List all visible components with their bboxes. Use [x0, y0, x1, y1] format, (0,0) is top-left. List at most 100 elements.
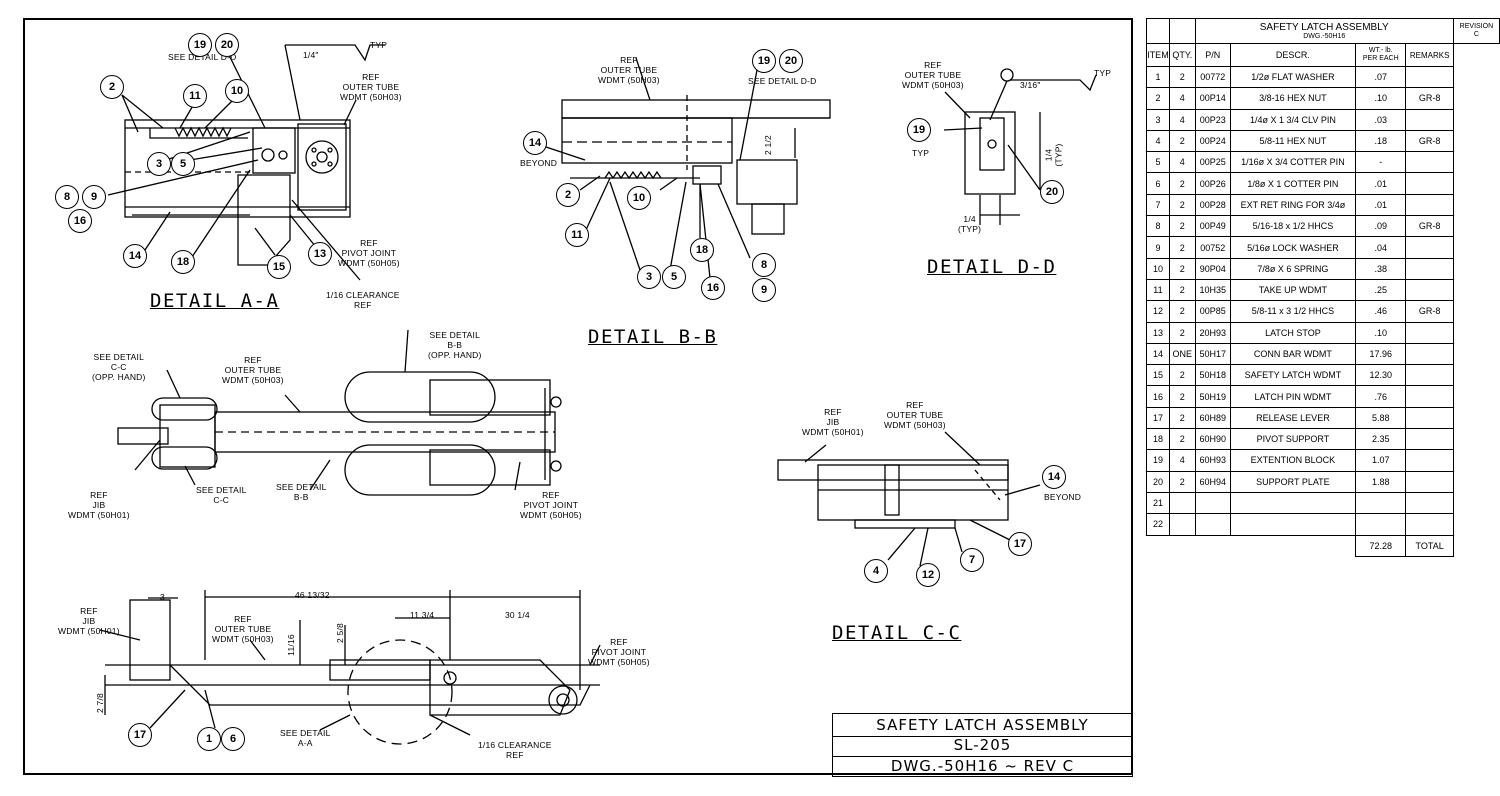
- bom-cell-wt: 1.07: [1355, 449, 1407, 472]
- bom-cell-wt: .07: [1355, 65, 1407, 89]
- bom-cell-descr: 1/8ø X 1 COTTER PIN: [1229, 172, 1357, 195]
- bom-col-qty: QTY.: [1168, 43, 1196, 67]
- bom-cell-remarks: [1405, 428, 1454, 451]
- bom-cell-qty: 2: [1168, 215, 1196, 238]
- bom-cell-remarks: GR-8: [1405, 87, 1454, 110]
- bom-cell-wt: .10: [1355, 87, 1407, 110]
- bom-cell-qty: 4: [1168, 108, 1196, 131]
- bom-cell-wt: .01: [1355, 193, 1407, 217]
- bom-cell-pn: 10H35: [1194, 278, 1231, 302]
- ref-outer-tube-d: REF OUTER TUBE WDMT (50H03): [902, 60, 964, 90]
- bom-cell-pn: 00P85: [1194, 300, 1231, 323]
- ref-jib-plan: REF JIB WDMT (50H01): [68, 490, 130, 520]
- bom-cell-descr: 3/8-16 HEX NUT: [1229, 87, 1357, 110]
- bom-cell-qty: 2: [1168, 385, 1196, 408]
- see-detail-aa: SEE DETAIL A-A: [280, 728, 331, 748]
- balloon-c-4: 4: [864, 559, 888, 583]
- bom-cell-wt: 5.88: [1355, 406, 1407, 430]
- balloon-d-20: 20: [1040, 180, 1064, 204]
- balloon-a-15: 15: [267, 255, 291, 279]
- bom-table: SAFETY LATCH ASSEMBLY DWG.-50H16 REVISIO…: [1146, 18, 1500, 557]
- bom-cell-qty: ONE: [1168, 342, 1196, 366]
- bom-cell-pn: 00P26: [1194, 172, 1231, 195]
- bom-cell-pn: 60H94: [1194, 470, 1231, 493]
- bom-cell-item: 6: [1146, 172, 1170, 195]
- dim-2-7-8: 2 7/8: [94, 693, 105, 713]
- balloon-a-18: 18: [171, 250, 195, 274]
- bom-cell-qty: 4: [1168, 449, 1196, 472]
- bom-cell-qty: [1168, 491, 1196, 515]
- bom-cell-pn: 50H17: [1194, 342, 1231, 366]
- bom-cell-qty: 2: [1168, 257, 1196, 280]
- balloon-a-14: 14: [123, 244, 147, 268]
- bom-cell-item: 5: [1146, 151, 1170, 174]
- balloon-b-11: 11: [565, 223, 589, 247]
- balloon-a-19: 19: [188, 33, 212, 57]
- bom-cell-qty: 2: [1168, 300, 1196, 323]
- bom-cell-item: 3: [1146, 108, 1170, 131]
- two-half-label: 2 1/2: [762, 135, 773, 155]
- bom-cell-pn: 00752: [1194, 236, 1231, 259]
- bom-title: SAFETY LATCH ASSEMBLY: [1259, 21, 1389, 33]
- bom-cell-remarks: [1405, 193, 1454, 217]
- detail-c-geometry: [777, 431, 1041, 567]
- bom-cell-pn: 20H93: [1194, 321, 1231, 344]
- three-sixteenths-label: 3/16": [1020, 80, 1041, 90]
- see-detail-dd-label: SEE DETAIL D-D: [168, 52, 237, 62]
- bom-col-item: ITEM: [1146, 43, 1170, 67]
- bom-cell-remarks: [1405, 449, 1454, 472]
- bom-cell-pn: 00P49: [1194, 215, 1231, 238]
- balloon-plan-6: 6: [221, 727, 245, 751]
- dim-30-1-4: 30 1/4: [505, 610, 530, 620]
- see-detail-cc: SEE DETAIL C-C: [196, 485, 247, 505]
- bom-col-descr: DESCR.: [1229, 43, 1357, 67]
- bom-cell-pn: 60H89: [1194, 406, 1231, 430]
- bom-cell-wt: .03: [1355, 108, 1407, 131]
- bom-cell-item: 8: [1146, 215, 1170, 238]
- balloon-b-8: 8: [752, 253, 776, 277]
- ref-outer-tube-b: REF OUTER TUBE WDMT (50H03): [598, 55, 660, 85]
- ref-pivot-joint-a: REF PIVOT JOINT WDMT (50H05): [338, 238, 400, 268]
- bom-cell-qty: 2: [1168, 278, 1196, 302]
- table-row: 22: [1146, 513, 1500, 536]
- typ-label-d: TYP: [1094, 68, 1112, 78]
- balloon-c-14: 14: [1042, 465, 1066, 489]
- bom-cell-remarks: [1405, 491, 1454, 515]
- bom-cell-descr: EXTENTION BLOCK: [1229, 449, 1357, 472]
- bom-cell-item: 19: [1146, 449, 1170, 472]
- bom-revision-value: C: [1473, 31, 1479, 38]
- balloon-b-3: 3: [637, 265, 661, 289]
- bom-cell-descr: 5/8-11 x 3 1/2 HHCS: [1229, 300, 1357, 323]
- table-row: 21: [1146, 491, 1500, 515]
- bom-cell-pn: 00P28: [1194, 193, 1231, 217]
- bom-cell-descr: 7/8ø X 6 SPRING: [1229, 257, 1357, 280]
- see-detail-dd-label-b: SEE DETAIL D-D: [748, 76, 817, 86]
- bom-cell-qty: 4: [1168, 151, 1196, 174]
- bom-cell-descr: SAFETY LATCH WDMT: [1229, 364, 1357, 387]
- beyond-label-c: BEYOND: [1044, 492, 1082, 502]
- bom-cell-pn: [1194, 491, 1231, 515]
- bom-cell-wt: 2.35: [1355, 428, 1407, 451]
- typ-label-d2: TYP: [912, 148, 930, 158]
- bom-cell-item: 14: [1146, 342, 1170, 366]
- ref-outer-tube-bottom: REF OUTER TUBE WDMT (50H03): [212, 614, 274, 644]
- bom-cell-item: 15: [1146, 364, 1170, 387]
- balloon-c-7: 7: [960, 548, 984, 572]
- balloon-a-10: 10: [225, 79, 249, 103]
- bom-cell-item: 20: [1146, 470, 1170, 493]
- bom-cell-wt: .25: [1355, 278, 1407, 302]
- bom-cell-qty: 2: [1168, 236, 1196, 259]
- bom-cell-remarks: GR-8: [1405, 300, 1454, 323]
- title-block-title: SAFETY LATCH ASSEMBLY: [832, 713, 1133, 737]
- balloon-a-11: 11: [183, 84, 207, 108]
- quarter-typ-label-v: 1/4 (TYP): [1043, 143, 1064, 167]
- title-block-number: SL-205: [832, 736, 1133, 757]
